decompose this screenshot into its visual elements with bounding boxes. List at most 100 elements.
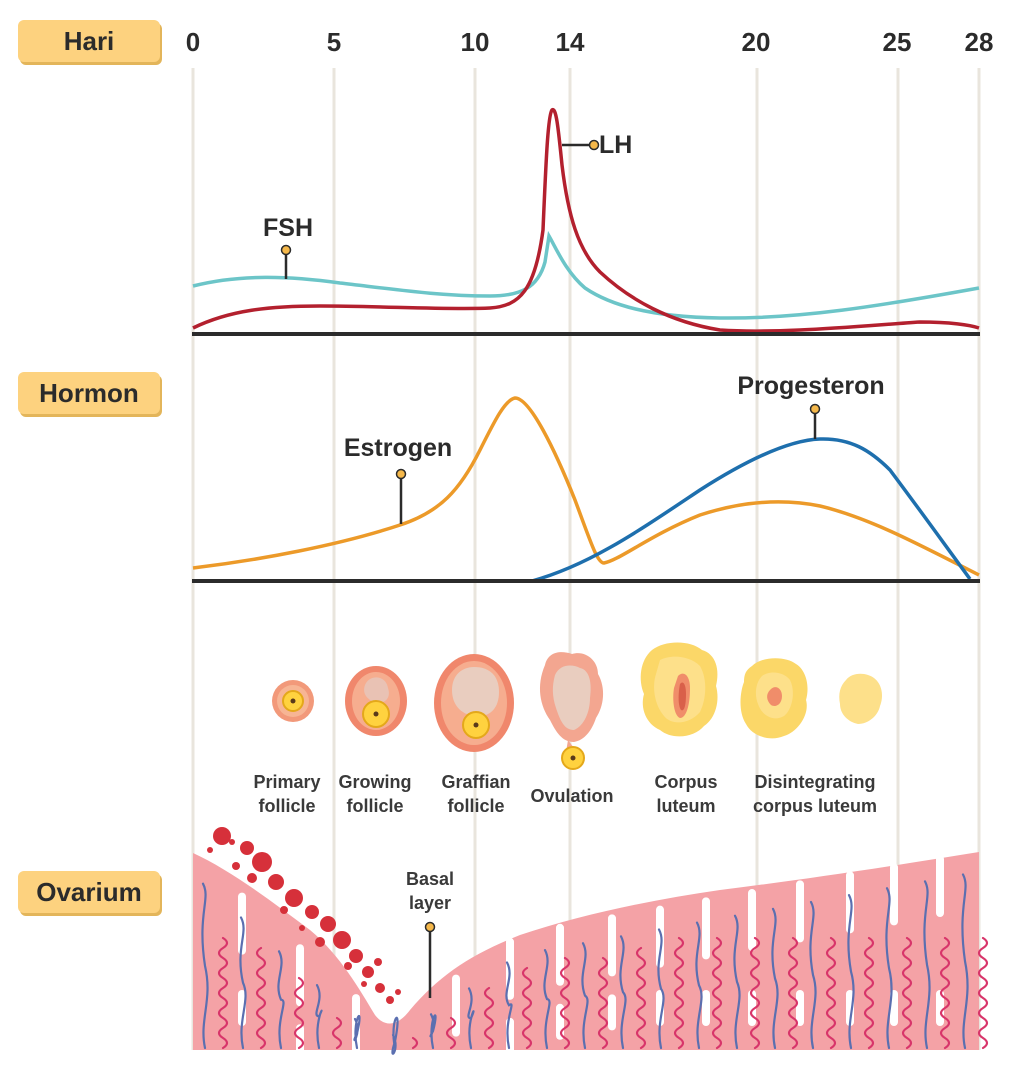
disintegrating-corpus-luteum-illustration <box>740 658 882 739</box>
day-tick-0: 0 <box>186 27 200 57</box>
fsh-label: FSH <box>263 214 313 242</box>
progesteron-curve <box>531 437 972 583</box>
day-tick-28: 28 <box>965 27 994 57</box>
blood-drop <box>229 839 235 845</box>
artery <box>939 936 951 1050</box>
gland-slit <box>238 892 246 955</box>
blood-drop <box>362 966 374 978</box>
blood-drop <box>344 962 352 970</box>
artery <box>255 946 267 1050</box>
blood-drop <box>305 905 319 919</box>
basal-pointer-dot <box>424 921 436 933</box>
gland-slit <box>796 880 804 943</box>
blood-drop <box>315 937 325 947</box>
gland-slit <box>796 990 804 1026</box>
artery <box>559 956 571 1050</box>
blood-drop <box>268 874 284 890</box>
blood-drop <box>361 981 367 987</box>
gland-slit <box>296 944 304 1007</box>
stage-3-line2: follicle <box>447 796 504 816</box>
vein <box>619 935 627 1050</box>
stage-1-line1: Primary <box>253 772 320 792</box>
artery <box>977 936 989 1050</box>
artery <box>217 936 229 1050</box>
gland-slit <box>608 994 616 1031</box>
blood-drop <box>247 873 257 883</box>
estrogen-pointer-dot <box>395 468 407 480</box>
stage-5-line2: luteum <box>656 796 715 816</box>
blood-drop <box>213 827 231 845</box>
blood-drop <box>252 852 272 872</box>
stage-3-line1: Graffian <box>441 772 510 792</box>
day-tick-20: 20 <box>742 27 771 57</box>
gland-slit <box>452 1054 460 1077</box>
fsh-pointer-dot <box>280 244 292 256</box>
progesteron-label: Progesteron <box>737 372 884 400</box>
stage-6-line1: Disintegrating <box>754 772 875 792</box>
artery <box>483 986 495 1050</box>
gland-slit <box>846 871 854 934</box>
stage-6-line2: corpus luteum <box>753 796 877 816</box>
artery <box>787 936 799 1050</box>
vein <box>809 900 817 1050</box>
day-tick-14: 14 <box>556 27 585 57</box>
label-ovarium: Ovarium <box>18 871 160 913</box>
gland-slit <box>656 905 664 968</box>
estrogen-label: Estrogen <box>344 434 452 462</box>
basal-label-line1: Basal <box>406 869 454 889</box>
artery <box>411 1036 419 1050</box>
blood-drop <box>395 989 401 995</box>
day-tick-25: 25 <box>883 27 912 57</box>
vein <box>695 921 703 1050</box>
vein <box>961 873 969 1050</box>
gland-slit <box>608 914 616 977</box>
blood-drop <box>285 889 303 907</box>
vein <box>847 894 855 1050</box>
estrogen-curve <box>192 396 980 577</box>
artery <box>901 936 913 1050</box>
lh-curve <box>192 108 980 333</box>
artery <box>711 936 723 1050</box>
vein <box>277 950 285 1050</box>
blood-drop <box>320 916 336 932</box>
endometrium-illustration <box>193 827 989 1077</box>
gland-slit <box>936 855 944 918</box>
artery <box>673 936 685 1050</box>
artery <box>863 936 875 1050</box>
primary-follicle-illustration <box>272 680 314 722</box>
artery <box>635 946 647 1050</box>
lh-label: LH <box>599 131 632 159</box>
blood-drop <box>299 925 305 931</box>
gland-slit <box>702 990 710 1026</box>
vein <box>353 1014 361 1050</box>
vein <box>315 984 323 1050</box>
artery <box>749 936 761 1050</box>
gland-slit <box>296 1024 304 1061</box>
blood-drop <box>374 958 382 966</box>
vein <box>543 949 551 1050</box>
artery <box>521 966 533 1050</box>
stage-1-line2: follicle <box>258 796 315 816</box>
blood-drop <box>333 931 351 949</box>
gland-slit <box>702 897 710 960</box>
day-tick-5: 5 <box>327 27 341 57</box>
blood-drop <box>386 996 394 1004</box>
label-hormon: Hormon <box>18 372 160 414</box>
growing-follicle-illustration <box>345 666 407 736</box>
blood-drop <box>280 906 288 914</box>
stage-labels: Primary follicle Growing follicle Graffi… <box>253 772 877 816</box>
gland-slit <box>352 1074 360 1077</box>
vein <box>657 928 665 1050</box>
gland-slit <box>890 863 898 926</box>
gland-slit <box>748 889 756 952</box>
vein <box>581 942 589 1050</box>
blood-drop <box>240 841 254 855</box>
stage-2-line1: Growing <box>339 772 412 792</box>
vein <box>391 1016 399 1055</box>
vein <box>467 987 475 1050</box>
blood-drop <box>349 949 363 963</box>
vein <box>201 882 209 1050</box>
basal-label-line2: layer <box>409 893 451 913</box>
artery <box>597 956 609 1050</box>
